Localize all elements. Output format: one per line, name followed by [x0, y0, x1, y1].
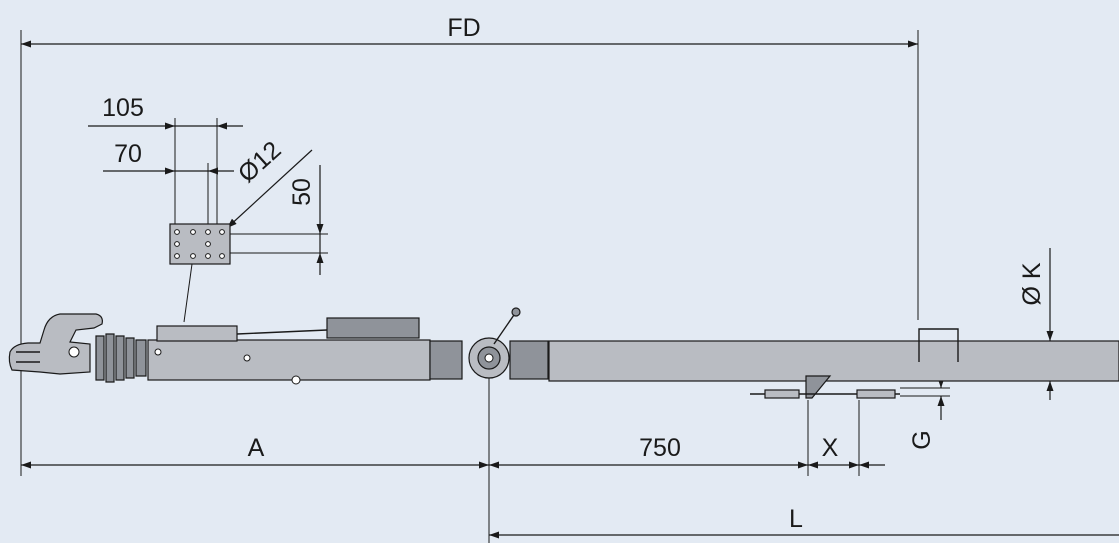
drawbar-assembly	[8, 307, 1119, 399]
label-105: 105	[102, 94, 144, 122]
label-x: X	[822, 434, 839, 462]
drawbar-tube	[548, 340, 1119, 382]
label-g: G	[908, 430, 936, 449]
label-l: L	[789, 505, 803, 533]
extension-lines	[20, 30, 1060, 543]
dimension-lines	[21, 40, 1119, 539]
d12-leader-line	[226, 149, 313, 229]
label-70: 70	[114, 140, 142, 168]
label-fd: FD	[447, 14, 480, 42]
dimension-labels: FD A 750 X L 105 70 50 Ø12 G Ø K	[102, 14, 1046, 533]
label-ok: Ø K	[1018, 262, 1046, 305]
label-50: 50	[288, 178, 316, 206]
mounting-plate-detail	[169, 223, 231, 323]
label-750: 750	[639, 434, 681, 462]
label-a: A	[248, 434, 265, 462]
